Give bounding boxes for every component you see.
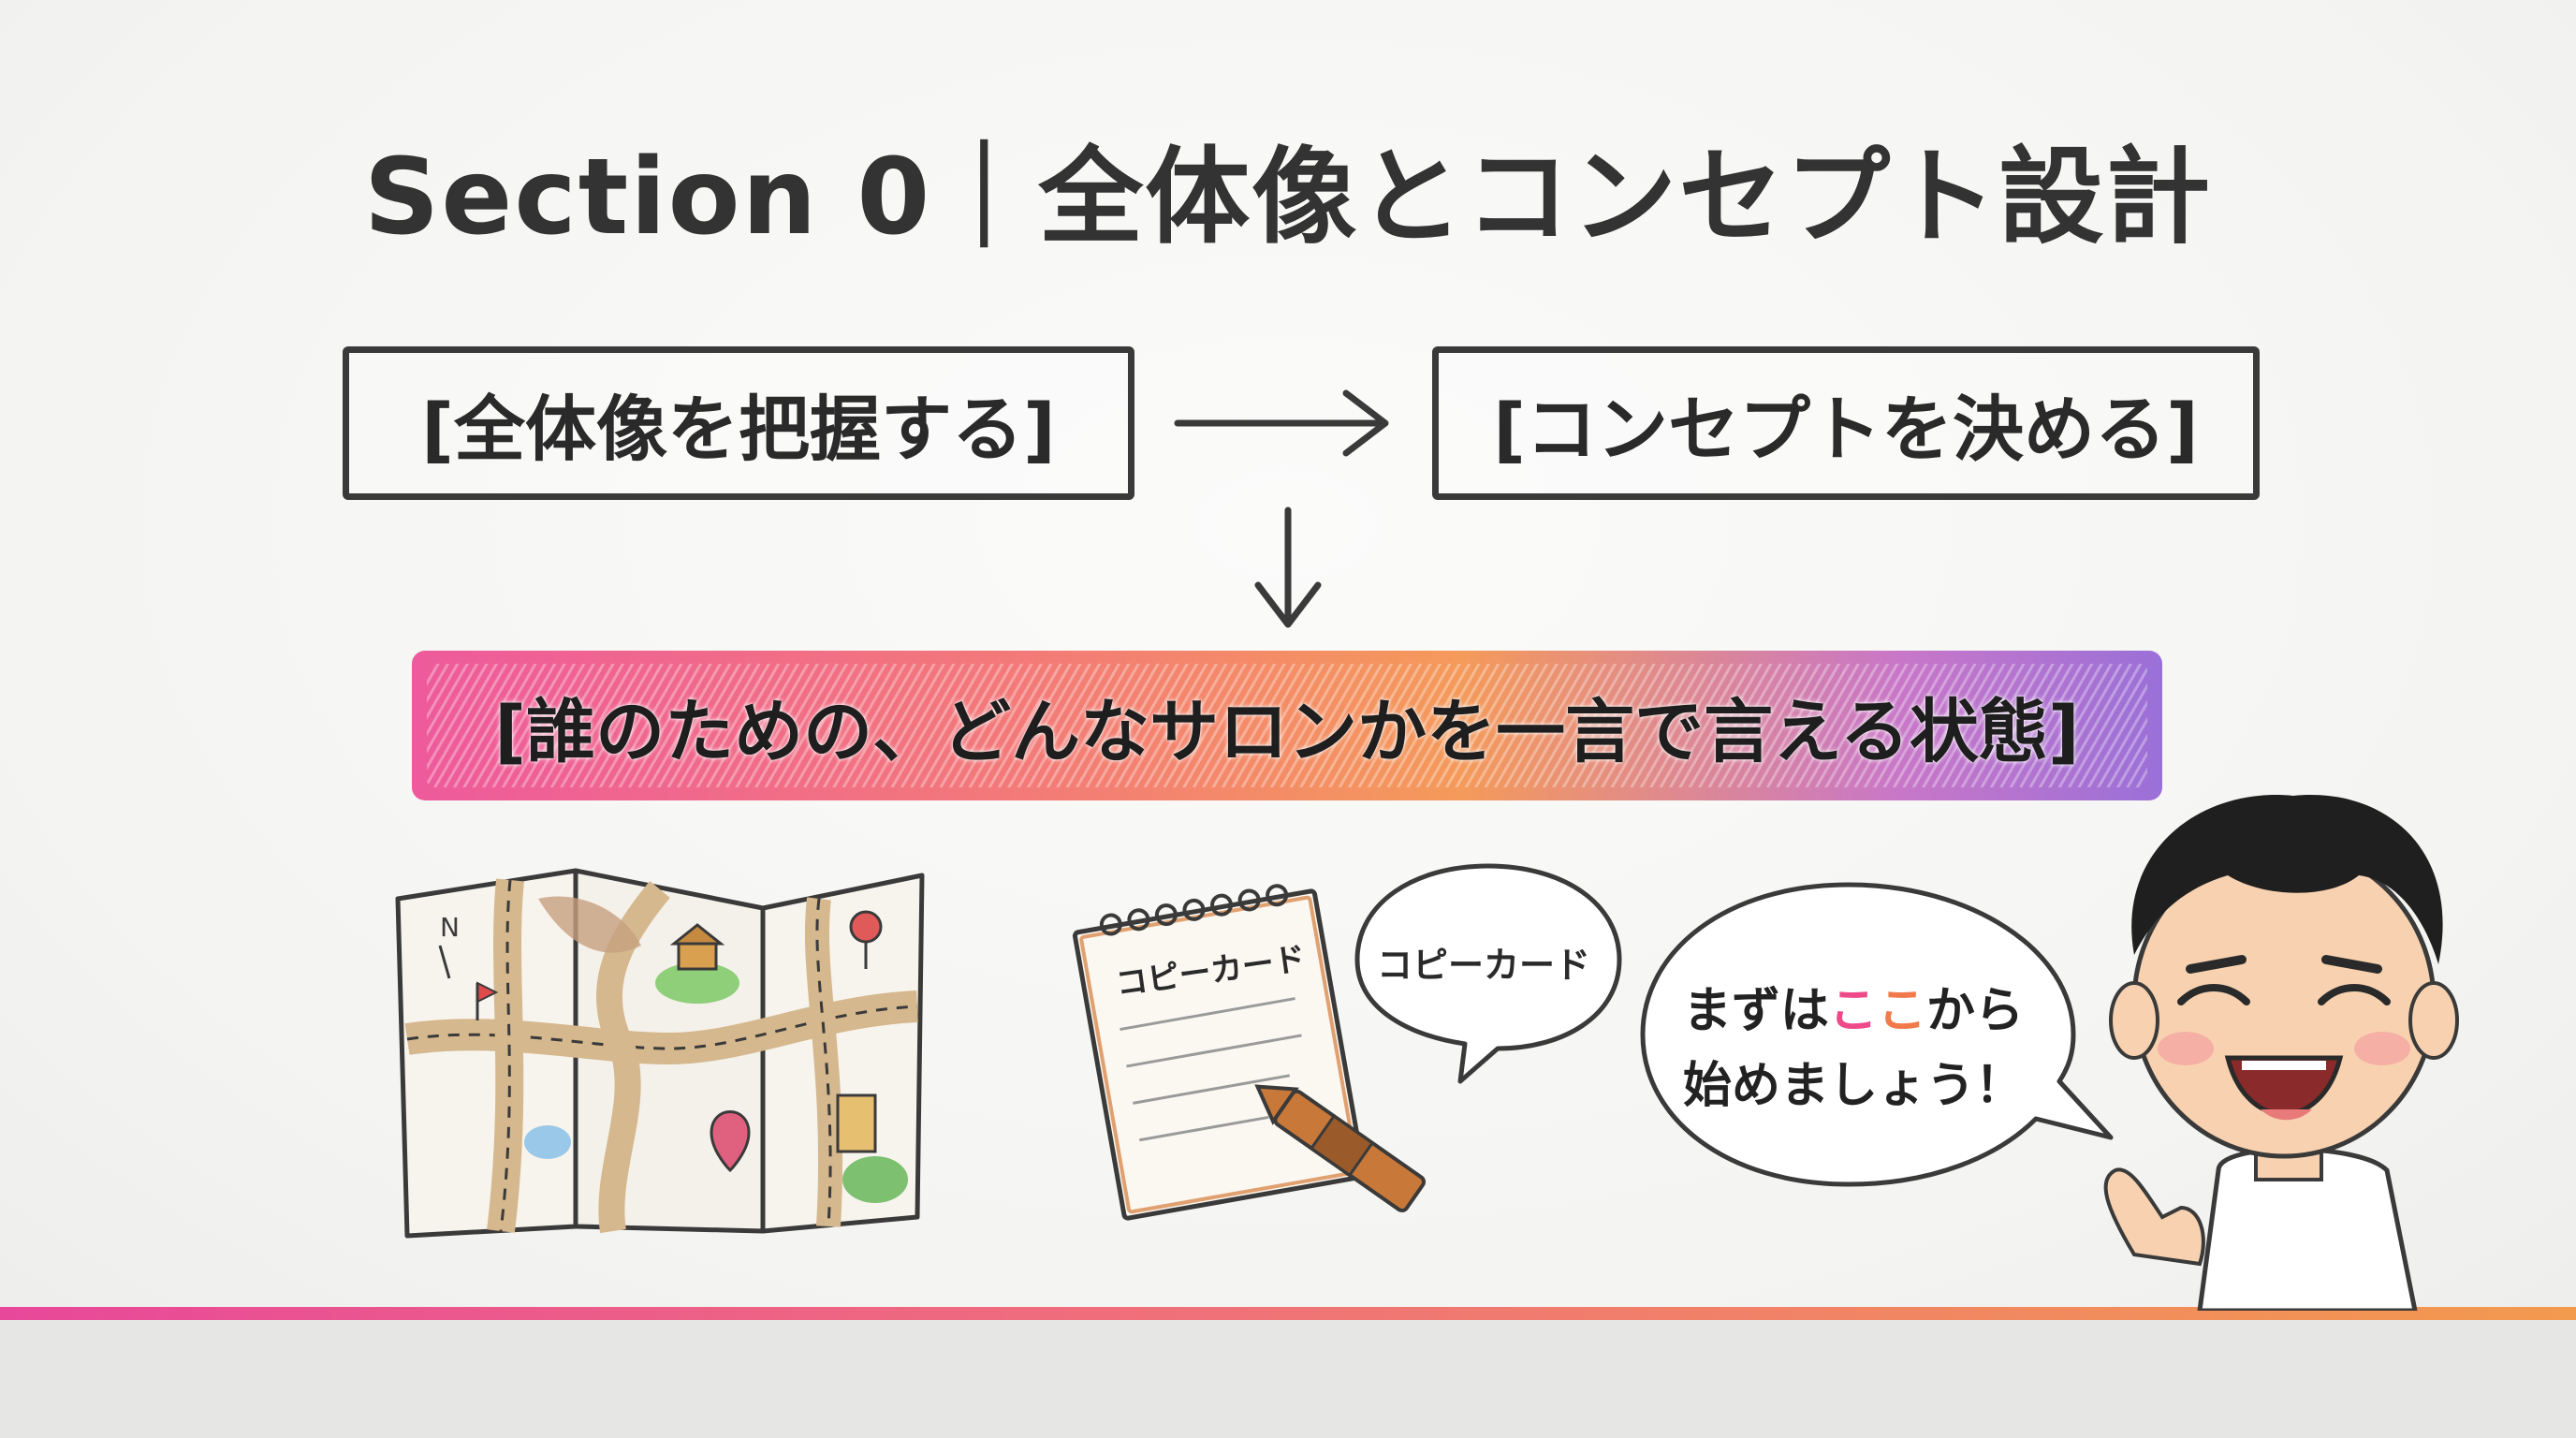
speech-prefix: まずは — [1682, 983, 1829, 1039]
folded-map-icon: N — [395, 868, 925, 1239]
notebook-icon — [1072, 884, 1427, 1221]
gradient-divider — [0, 1307, 2576, 1320]
speech-highlight-b: こ — [1878, 983, 1927, 1039]
speech-suffix: から — [1926, 983, 2025, 1039]
character-speech-bubble — [1640, 882, 2114, 1187]
right-arrow-icon — [1174, 389, 1389, 457]
down-arrow-icon — [1254, 506, 1322, 628]
page-title: Section 0｜全体像とコンセプト設計 — [363, 137, 2213, 258]
map-compass-label: N — [440, 912, 460, 943]
step-box-decide-concept: [コンセプトを決める] — [1432, 346, 2260, 500]
character-speech-line-2: 始めましょう！ — [1682, 1058, 2024, 1114]
step-box-decide-concept-label: [コンセプトを決める] — [1493, 388, 2199, 471]
speech-highlight-a: こ — [1828, 983, 1878, 1039]
step-box-grasp-overview-label: [全体像を把握する] — [421, 388, 1056, 471]
smiling-character-icon — [2103, 795, 2459, 1311]
footer-band — [0, 1320, 2576, 1438]
goal-banner-texture — [427, 664, 2147, 787]
character-speech-line-1: まずはここから — [1657, 974, 2050, 1049]
step-box-grasp-overview: [全体像を把握する] — [343, 346, 1134, 500]
small-speech-bubble — [1354, 863, 1622, 1084]
small-speech-bubble-text: コピーカード — [1376, 945, 1590, 986]
goal-banner-label: [誰のための、どんなサロンかを一言で言える状態] — [494, 691, 2080, 772]
goal-banner: [誰のための、どんなサロンかを一言で言える状態] — [412, 651, 2162, 800]
character-speech-text: まずはここから 始めましょう！ — [1657, 974, 2050, 1123]
